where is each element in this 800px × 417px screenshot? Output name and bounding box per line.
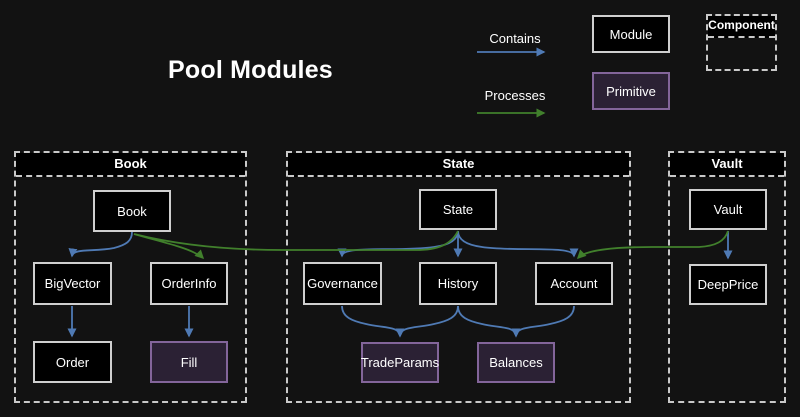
node-orderinfo: OrderInfo [150, 262, 228, 305]
container-vault-title: Vault [670, 153, 784, 177]
container-book-title: Book [16, 153, 245, 177]
node-deepprice: DeepPrice [689, 264, 767, 305]
node-tradeparams: TradeParams [361, 342, 439, 383]
node-balances: Balances [477, 342, 555, 383]
node-history: History [419, 262, 497, 305]
node-fill: Fill [150, 341, 228, 383]
legend-module-box: Module [592, 15, 670, 53]
node-bigvector: BigVector [33, 262, 112, 305]
container-book: Book [14, 151, 247, 403]
node-account: Account [535, 262, 613, 305]
container-state-title: State [288, 153, 629, 177]
container-state: State [286, 151, 631, 403]
container-vault: Vault [668, 151, 786, 403]
node-state: State [419, 189, 497, 230]
legend-component-label: Component [708, 16, 775, 38]
legend-primitive-box: Primitive [592, 72, 670, 110]
diagram-title: Pool Modules [168, 56, 333, 84]
node-vault: Vault [689, 189, 767, 230]
legend-processes-label: Processes [484, 88, 546, 103]
node-order: Order [33, 341, 112, 383]
legend-component-box: Component [706, 14, 777, 71]
node-governance: Governance [303, 262, 382, 305]
node-book: Book [93, 190, 171, 232]
legend-contains-label: Contains [489, 31, 541, 46]
